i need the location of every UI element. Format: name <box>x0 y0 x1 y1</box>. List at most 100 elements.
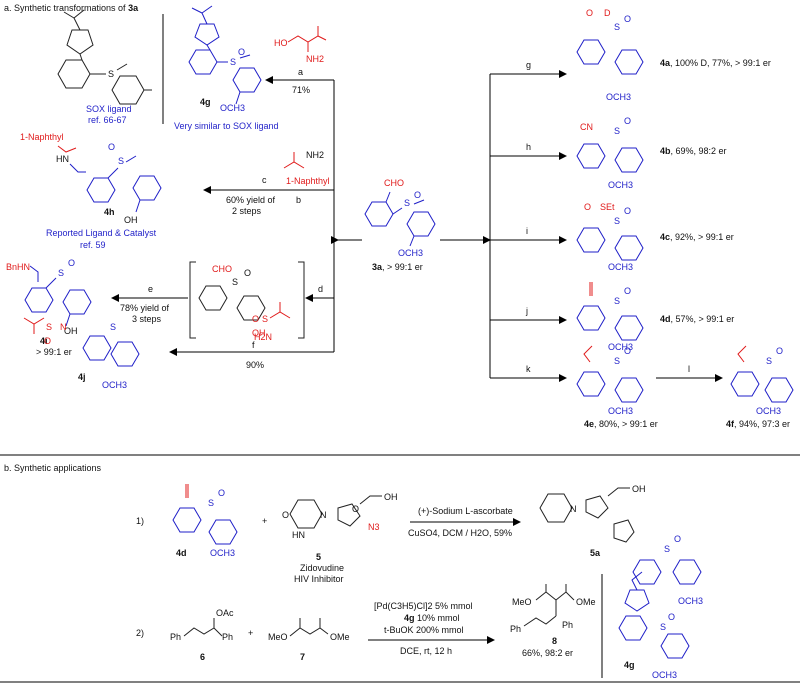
svg-text:O: O <box>584 202 591 212</box>
svg-text:b: b <box>296 195 301 205</box>
sox-caption: SOX ligand <box>86 104 132 114</box>
svg-text:NH2: NH2 <box>306 150 324 160</box>
svg-text:5a: 5a <box>590 548 601 558</box>
svg-text:OH: OH <box>384 492 398 502</box>
svg-text:HIV Inhibitor: HIV Inhibitor <box>294 574 344 584</box>
svg-text:MeO: MeO <box>512 597 532 607</box>
svg-text:CHO: CHO <box>212 264 232 274</box>
svg-text:4d: 4d <box>176 548 187 558</box>
svg-text:3 steps: 3 steps <box>132 314 162 324</box>
svg-text:78% yield of: 78% yield of <box>120 303 170 313</box>
svg-text:1-Naphthyl: 1-Naphthyl <box>20 132 64 142</box>
svg-text:OH: OH <box>124 215 138 225</box>
svg-text:OCH3: OCH3 <box>652 670 677 680</box>
svg-text:OH: OH <box>252 328 266 338</box>
sox-ligand-structure: S SOX ligand ref. 66-67 <box>57 9 152 125</box>
compound-4f-structure: S O OCH3 4f, 94%, 97:3 er <box>726 345 794 429</box>
svg-text:S: S <box>230 57 236 67</box>
svg-text:S: S <box>614 22 620 32</box>
svg-text:4c, 92%, > 99:1 er: 4c, 92%, > 99:1 er <box>660 232 734 242</box>
svg-text:ref. 59: ref. 59 <box>80 240 106 250</box>
svg-text:CN: CN <box>580 122 593 132</box>
b1-number: 1) <box>136 516 144 526</box>
svg-text:S: S <box>614 296 620 306</box>
svg-text:Ph: Ph <box>170 632 181 642</box>
intermediate-bracket: CHO S O OH <box>189 261 305 339</box>
svg-text:Ph: Ph <box>562 620 573 630</box>
svg-text:O: O <box>282 510 289 520</box>
svg-text:N: N <box>570 504 577 514</box>
label-4h: 4h <box>104 207 115 217</box>
4g-caption: Very similar to SOX ligand <box>174 121 279 131</box>
svg-text:O: O <box>218 488 225 498</box>
svg-text:S: S <box>208 498 214 508</box>
svg-text:4g: 4g <box>624 660 635 670</box>
svg-text:OCH3: OCH3 <box>606 92 631 102</box>
svg-text:4g 10% mmol: 4g 10% mmol <box>404 613 460 623</box>
compound-4e-structure: S O OCH3 4e, 80%, > 99:1 er <box>576 345 658 429</box>
svg-text:O: O <box>352 504 359 514</box>
reagent-naphthylamine: NH2 1-Naphthyl <box>283 150 330 186</box>
svg-text:O: O <box>44 336 51 346</box>
4h-caption: Reported Ligand & Catalyst <box>46 228 157 238</box>
reagent-amino-alcohol: HO NH2 <box>274 26 327 64</box>
label-4j: 4j <box>78 372 86 382</box>
svg-text:k: k <box>526 364 531 374</box>
section-a-title: a. Synthetic transformations of 3a <box>4 3 139 13</box>
svg-text:N: N <box>320 510 327 520</box>
svg-text:> 99:1 er: > 99:1 er <box>36 347 72 357</box>
svg-text:71%: 71% <box>292 85 310 95</box>
svg-text:OMe: OMe <box>576 597 596 607</box>
compound-4a-structure: O D S O OCH3 4a, 100% D, 77%, > 99:1 er <box>576 8 771 102</box>
svg-text:60% yield of: 60% yield of <box>226 195 276 205</box>
compound-4c-structure: O SEt S O OCH3 4c, 92%, > 99:1 er <box>576 202 734 272</box>
svg-text:OH: OH <box>64 326 78 336</box>
b2-reactant-7: MeO OMe 7 <box>268 618 350 662</box>
svg-text:HO: HO <box>274 38 288 48</box>
svg-text:l: l <box>688 364 690 374</box>
b2-number: 2) <box>136 628 144 638</box>
svg-text:8: 8 <box>552 636 557 646</box>
svg-text:S: S <box>664 544 670 554</box>
svg-text:O: O <box>252 314 259 324</box>
svg-text:H2N: H2N <box>254 332 272 342</box>
svg-text:d: d <box>318 284 323 294</box>
svg-text:O: O <box>776 346 783 356</box>
b2-reactant-6: Ph OAc Ph 6 <box>170 608 234 662</box>
svg-text:S: S <box>108 69 114 79</box>
svg-text:CHO: CHO <box>384 178 404 188</box>
b1-reactant-zidovudine: O HN N O OH N3 5 Zidovudine HIV Inhibito… <box>282 492 398 584</box>
svg-text:N: N <box>60 322 67 332</box>
svg-text:OAc: OAc <box>216 608 234 618</box>
svg-text:BnHN: BnHN <box>6 262 30 272</box>
svg-text:S: S <box>766 356 772 366</box>
3a-label: 3a, > 99:1 er <box>372 262 423 272</box>
svg-text:D: D <box>604 8 611 18</box>
svg-text:OCH3: OCH3 <box>756 406 781 416</box>
svg-text:4b, 69%, 98:2 er: 4b, 69%, 98:2 er <box>660 146 727 156</box>
svg-text:7: 7 <box>300 652 305 662</box>
compound-4g-structure: S O OCH3 4g Very similar to SOX ligand <box>174 5 279 131</box>
compound-4b-structure: CN S O OCH3 4b, 69%, 98:2 er <box>576 116 727 190</box>
svg-text:h: h <box>526 142 531 152</box>
svg-text:O: O <box>624 286 631 296</box>
svg-text:S: S <box>614 216 620 226</box>
svg-text:O: O <box>108 142 115 152</box>
svg-text:OCH3: OCH3 <box>220 103 245 113</box>
svg-text:CuSO4, DCM / H2O, 59%: CuSO4, DCM / H2O, 59% <box>408 528 512 538</box>
svg-text:66%, 98:2 er: 66%, 98:2 er <box>522 648 573 658</box>
svg-text:OCH3: OCH3 <box>678 596 703 606</box>
svg-text:Ph: Ph <box>222 632 233 642</box>
svg-text:OCH3: OCH3 <box>102 380 127 390</box>
svg-text:OMe: OMe <box>330 632 350 642</box>
svg-text:S: S <box>614 126 620 136</box>
svg-text:S: S <box>614 356 620 366</box>
b2-product-8: MeO OMe Ph Ph 8 66%, 98:2 er <box>510 584 596 658</box>
svg-text:HN: HN <box>56 154 69 164</box>
svg-text:S: S <box>46 322 52 332</box>
svg-text:S: S <box>58 268 64 278</box>
compound-4i-structure: BnHN S O OH 4i > 99:1 er <box>6 258 92 357</box>
svg-text:O: O <box>624 206 631 216</box>
